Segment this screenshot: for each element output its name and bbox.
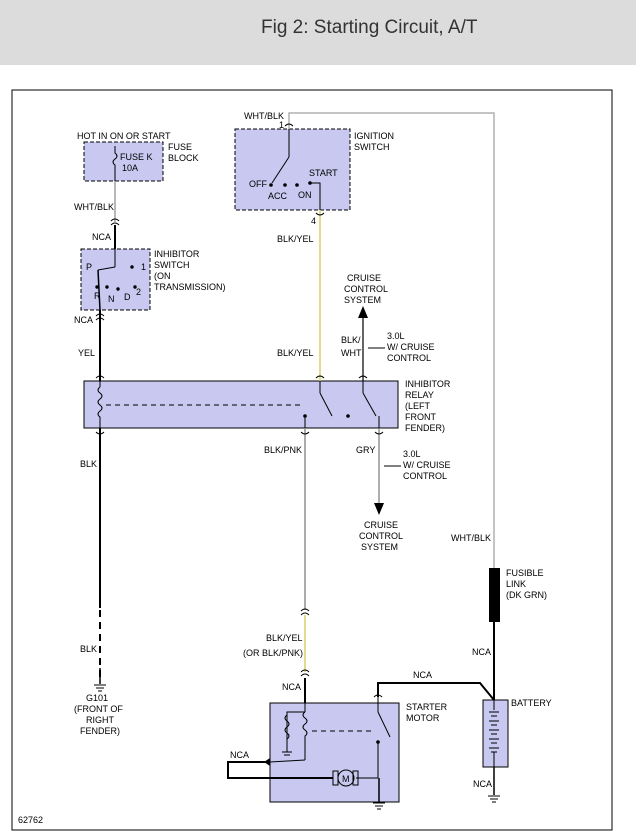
cruise-top-system: CRUISE	[347, 273, 381, 283]
wire-nca-battery-starter	[377, 682, 495, 701]
wire-label-nca-link-bottom: NCA	[472, 647, 491, 657]
fuse-hot-label: HOT IN ON OR START	[77, 131, 171, 141]
wire-label-blk-lower: BLK	[80, 644, 97, 654]
inhibitor-switch-name-3: (ON	[154, 271, 171, 281]
ignition-pin-bottom: 4	[311, 216, 316, 226]
wire-label-wht-blk-fuse: WHT/BLK	[74, 202, 114, 212]
battery-name: BATTERY	[511, 698, 552, 708]
cruise-bottom-note-3: CONTROL	[403, 471, 447, 481]
wire-label-blk-yel-or-2: (OR BLK/PNK)	[243, 648, 303, 658]
inhibitor-pos-r: R	[94, 291, 101, 301]
ignition-pos-on: ON	[298, 190, 312, 200]
fusible-link-name: FUSIBLE	[506, 568, 544, 578]
wire-label-blk-wht-2: WHT	[341, 348, 362, 358]
cruise-lower-arrow	[374, 503, 384, 515]
cruise-bottom-note: 3.0L	[403, 449, 421, 459]
inhibitor-relay-name-5: FENDER)	[405, 423, 445, 433]
ground-symbol-g101	[94, 684, 106, 692]
inhibitor-switch-name: INHIBITOR	[154, 249, 200, 259]
wire-label-blk-yel-relay: BLK/YEL	[277, 348, 314, 358]
page-title: Fig 2: Starting Circuit, A/T	[261, 17, 478, 38]
cruise-top-note-3: CONTROL	[387, 353, 431, 363]
inhibitor-pos-2: 2	[136, 287, 141, 297]
inhibitor-pos-p: P	[86, 262, 92, 272]
figure-id: 62762	[18, 815, 43, 825]
wire-label-wht-blk-right: WHT/BLK	[451, 533, 491, 543]
inhibitor-relay-name-3: (LEFT	[405, 401, 431, 411]
ground-location: (FRONT OF	[74, 704, 123, 714]
starter-motor-symbol: M	[342, 774, 350, 784]
inhibitor-switch-contacts	[95, 249, 137, 311]
starter-motor-name-2: MOTOR	[406, 713, 440, 723]
inhibitor-switch-name-2: SWITCH	[154, 260, 190, 270]
fuse-symbol	[112, 146, 118, 181]
starter-motor-name: STARTER	[406, 702, 448, 712]
fuse-label: FUSE K	[120, 152, 153, 162]
wire-label-nca-battery-ground: NCA	[473, 779, 492, 789]
cruise-bottom-system-3: SYSTEM	[361, 542, 398, 552]
ground-name: G101	[86, 693, 108, 703]
ignition-pos-acc: ACC	[268, 191, 288, 201]
cruise-upper-arrow	[358, 306, 368, 318]
diagram-frame	[11, 89, 613, 831]
wire-wht-blk-feed	[288, 112, 495, 568]
wire-label-nca-starter-left: NCA	[230, 750, 249, 760]
ignition-switch-name: IGNITION	[354, 131, 394, 141]
inhibitor-pos-n: N	[108, 294, 115, 304]
starter-motor-internals	[269, 697, 391, 787]
ground-symbol-starter	[373, 778, 385, 810]
wire-label-nca-above-inhibitor: NCA	[92, 232, 111, 242]
battery-cells	[489, 700, 499, 767]
ground-symbol-starter-coil	[282, 745, 292, 756]
wire-nca-starter-left	[227, 761, 333, 779]
starter-arrow	[264, 758, 270, 766]
fuse-block-name-2: BLOCK	[168, 153, 199, 163]
wire-label-yel: YEL	[78, 348, 95, 358]
fuse-block-box	[83, 141, 164, 182]
cruise-top-note: 3.0L	[387, 331, 405, 341]
inhibitor-switch-name-4: TRANSMISSION)	[154, 282, 226, 292]
fuse-block-name: FUSE	[168, 142, 192, 152]
wire-label-blk-upper: BLK	[80, 459, 97, 469]
cruise-bottom-system-2: CONTROL	[359, 531, 403, 541]
ignition-switch-name-2: SWITCH	[354, 142, 390, 152]
ground-location-2: RIGHT	[86, 715, 115, 725]
wire-label-blk-yel-or: BLK/YEL	[266, 633, 303, 643]
fusible-link-name-3: (DK GRN)	[506, 590, 547, 600]
wire-label-wht-blk-top: WHT/BLK	[244, 111, 284, 121]
cruise-bottom-system: CRUISE	[364, 520, 398, 530]
wire-label-gry: GRY	[356, 445, 375, 455]
wire-label-nca-below-inhibitor: NCA	[74, 315, 93, 325]
ignition-pin-top: 1	[279, 120, 284, 130]
ground-location-3: FENDER)	[80, 726, 120, 736]
cruise-top-system-3: SYSTEM	[344, 295, 381, 305]
wire-label-blk-wht: BLK/	[341, 335, 361, 345]
inhibitor-relay-contacts	[97, 381, 380, 428]
wire-label-nca-starter-top: NCA	[282, 682, 301, 692]
wire-label-blk-yel-switch: BLK/YEL	[277, 234, 314, 244]
wire-label-blk-pnk: BLK/PNK	[264, 445, 302, 455]
connector-marks	[95, 123, 384, 698]
inhibitor-pos-d: D	[124, 292, 131, 302]
fusible-link	[489, 568, 500, 622]
header-bar: Fig 2: Starting Circuit, A/T	[0, 0, 636, 65]
ignition-switch-contacts	[269, 129, 321, 210]
ground-symbol-battery	[488, 795, 500, 803]
ignition-pos-off: OFF	[249, 179, 267, 189]
ignition-pos-start: START	[309, 168, 338, 178]
inhibitor-relay-name: INHIBITOR	[405, 379, 451, 389]
fuse-rating: 10A	[122, 163, 138, 173]
cruise-top-system-2: CONTROL	[344, 284, 388, 294]
inhibitor-pos-1: 1	[141, 262, 146, 272]
fusible-link-name-2: LINK	[506, 579, 526, 589]
ignition-switch-box	[234, 128, 351, 211]
cruise-bottom-note-2: W/ CRUISE	[403, 460, 451, 470]
wire-label-nca-battery-feed: NCA	[413, 670, 432, 680]
inhibitor-relay-name-4: FRONT	[405, 412, 436, 422]
cruise-top-note-2: W/ CRUISE	[387, 342, 435, 352]
inhibitor-relay-name-2: RELAY	[405, 390, 434, 400]
